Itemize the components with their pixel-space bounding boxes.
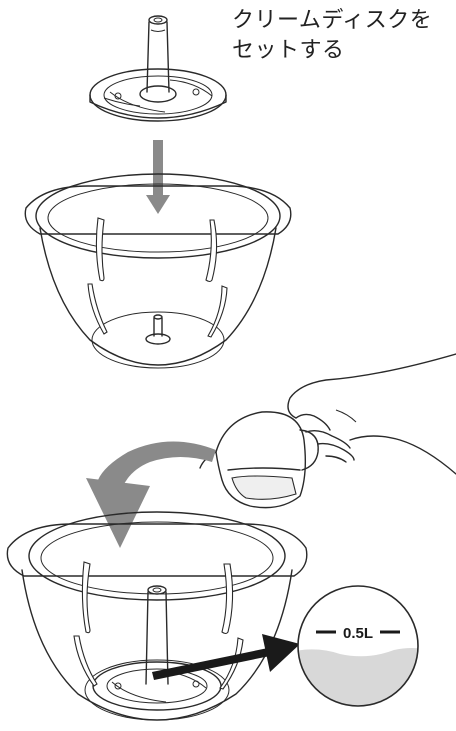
measuring-jug-icon: [200, 412, 318, 508]
down-arrow-icon: [146, 140, 170, 214]
curved-pour-arrow-icon: [86, 441, 216, 548]
level-callout: 0.5L: [290, 586, 430, 720]
bowl-with-disc-icon: [7, 512, 306, 720]
pointer-arrow-icon: [152, 634, 300, 680]
cream-disc-icon: [90, 16, 226, 121]
hand-icon: [288, 354, 456, 474]
level-label: 0.5L: [343, 625, 373, 642]
